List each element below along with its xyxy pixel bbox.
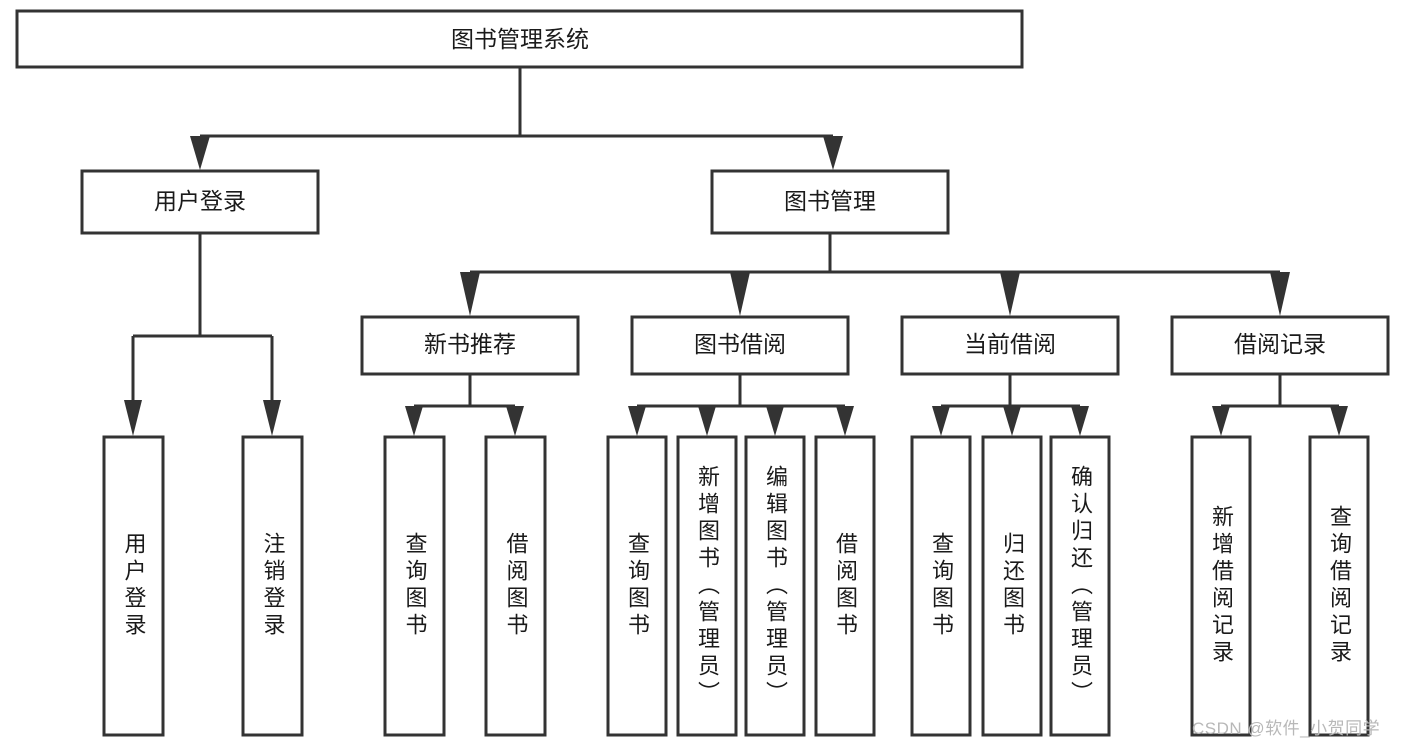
node-user-login[interactable]: 用户登录 (80, 169, 320, 235)
leaf-box-borrow-book-rec[interactable] (484, 435, 547, 737)
node-new-book-rec-box[interactable] (360, 315, 580, 376)
arrowhead-book-borrow (730, 272, 750, 316)
arrowhead-leaf-add-book (698, 406, 716, 436)
connector-group-book-manage-to-level3 (460, 233, 1290, 316)
node-book-borrow-box[interactable] (630, 315, 850, 376)
leaf-box-borrow-book[interactable] (814, 435, 876, 737)
leaf-box-query-book-rec[interactable] (383, 435, 446, 737)
node-root-box[interactable] (15, 9, 1024, 69)
connector-group-current-borrow-to-leaves (932, 374, 1089, 436)
node-borrow-record[interactable]: 借阅记录 (1170, 315, 1390, 376)
connector-group-new-book-rec-to-leaves (405, 374, 524, 436)
arrowhead-current-borrow (1000, 272, 1020, 316)
node-book-manage-label: 图书管理 (784, 188, 876, 214)
node-user-login-box[interactable] (80, 169, 320, 235)
connector-group-borrow-record-to-leaves (1212, 374, 1348, 436)
node-current-borrow-label: 当前借阅 (964, 331, 1056, 357)
arrowhead-leaf-edit-book (766, 406, 784, 436)
node-book-manage[interactable]: 图书管理 (710, 169, 950, 235)
node-borrow-record-box[interactable] (1170, 315, 1390, 376)
node-book-borrow-label: 图书借阅 (694, 331, 786, 357)
arrowhead-new-book-rec (460, 272, 480, 316)
leaf-box-query-record[interactable] (1308, 435, 1370, 737)
leaf-box-query-book-cur[interactable] (910, 435, 972, 737)
leaf-box-add-book[interactable] (676, 435, 738, 737)
arrowhead-leaf-query-book-borrow (628, 406, 646, 436)
arrowhead-leaf-query-record (1330, 406, 1348, 436)
arrowhead-leaf-return-book (1003, 406, 1021, 436)
node-borrow-record-label: 借阅记录 (1234, 331, 1326, 357)
arrowhead-leaf-query-book-cur (932, 406, 950, 436)
arrowhead-user-login (190, 136, 210, 170)
arrowhead-book-manage (823, 136, 843, 170)
leaf-box-edit-book[interactable] (744, 435, 806, 737)
arrowhead-leaf-borrow-book (836, 406, 854, 436)
node-root-label: 图书管理系统 (451, 26, 589, 52)
leaf-box-user-login[interactable] (102, 435, 165, 737)
arrowhead-leaf-add-record (1212, 406, 1230, 436)
leaf-box-query-book-borrow[interactable] (606, 435, 668, 737)
node-user-login-label: 用户登录 (154, 188, 246, 214)
arrowhead-leaf-logout (263, 400, 281, 436)
leaf-box-add-record[interactable] (1190, 435, 1252, 737)
node-current-borrow-box[interactable] (900, 315, 1120, 376)
csdn-watermark: CSDN @软件_小贺同学 (1192, 719, 1381, 738)
leaf-box-logout[interactable] (241, 435, 304, 737)
leaf-box-return-book[interactable] (981, 435, 1043, 737)
arrowhead-borrow-record (1270, 272, 1290, 316)
connector-group-book-borrow-to-leaves (628, 374, 854, 436)
connector-group-user-login-to-leaves (124, 233, 281, 436)
arrowhead-leaf-borrow-book-rec (506, 406, 524, 436)
node-book-manage-box[interactable] (710, 169, 950, 235)
node-root[interactable]: 图书管理系统 (15, 9, 1024, 69)
arrowhead-leaf-user-login (124, 400, 142, 436)
arrowhead-leaf-confirm-return (1071, 406, 1089, 436)
node-new-book-rec[interactable]: 新书推荐 (360, 315, 580, 376)
node-current-borrow[interactable]: 当前借阅 (900, 315, 1120, 376)
node-new-book-rec-label: 新书推荐 (424, 331, 516, 357)
node-book-borrow[interactable]: 图书借阅 (630, 315, 850, 376)
connector-group-root-to-level2 (190, 67, 843, 170)
leaf-boxes-group (102, 435, 1370, 737)
arrowhead-leaf-query-book-rec (405, 406, 423, 436)
leaf-box-confirm-return[interactable] (1049, 435, 1111, 737)
